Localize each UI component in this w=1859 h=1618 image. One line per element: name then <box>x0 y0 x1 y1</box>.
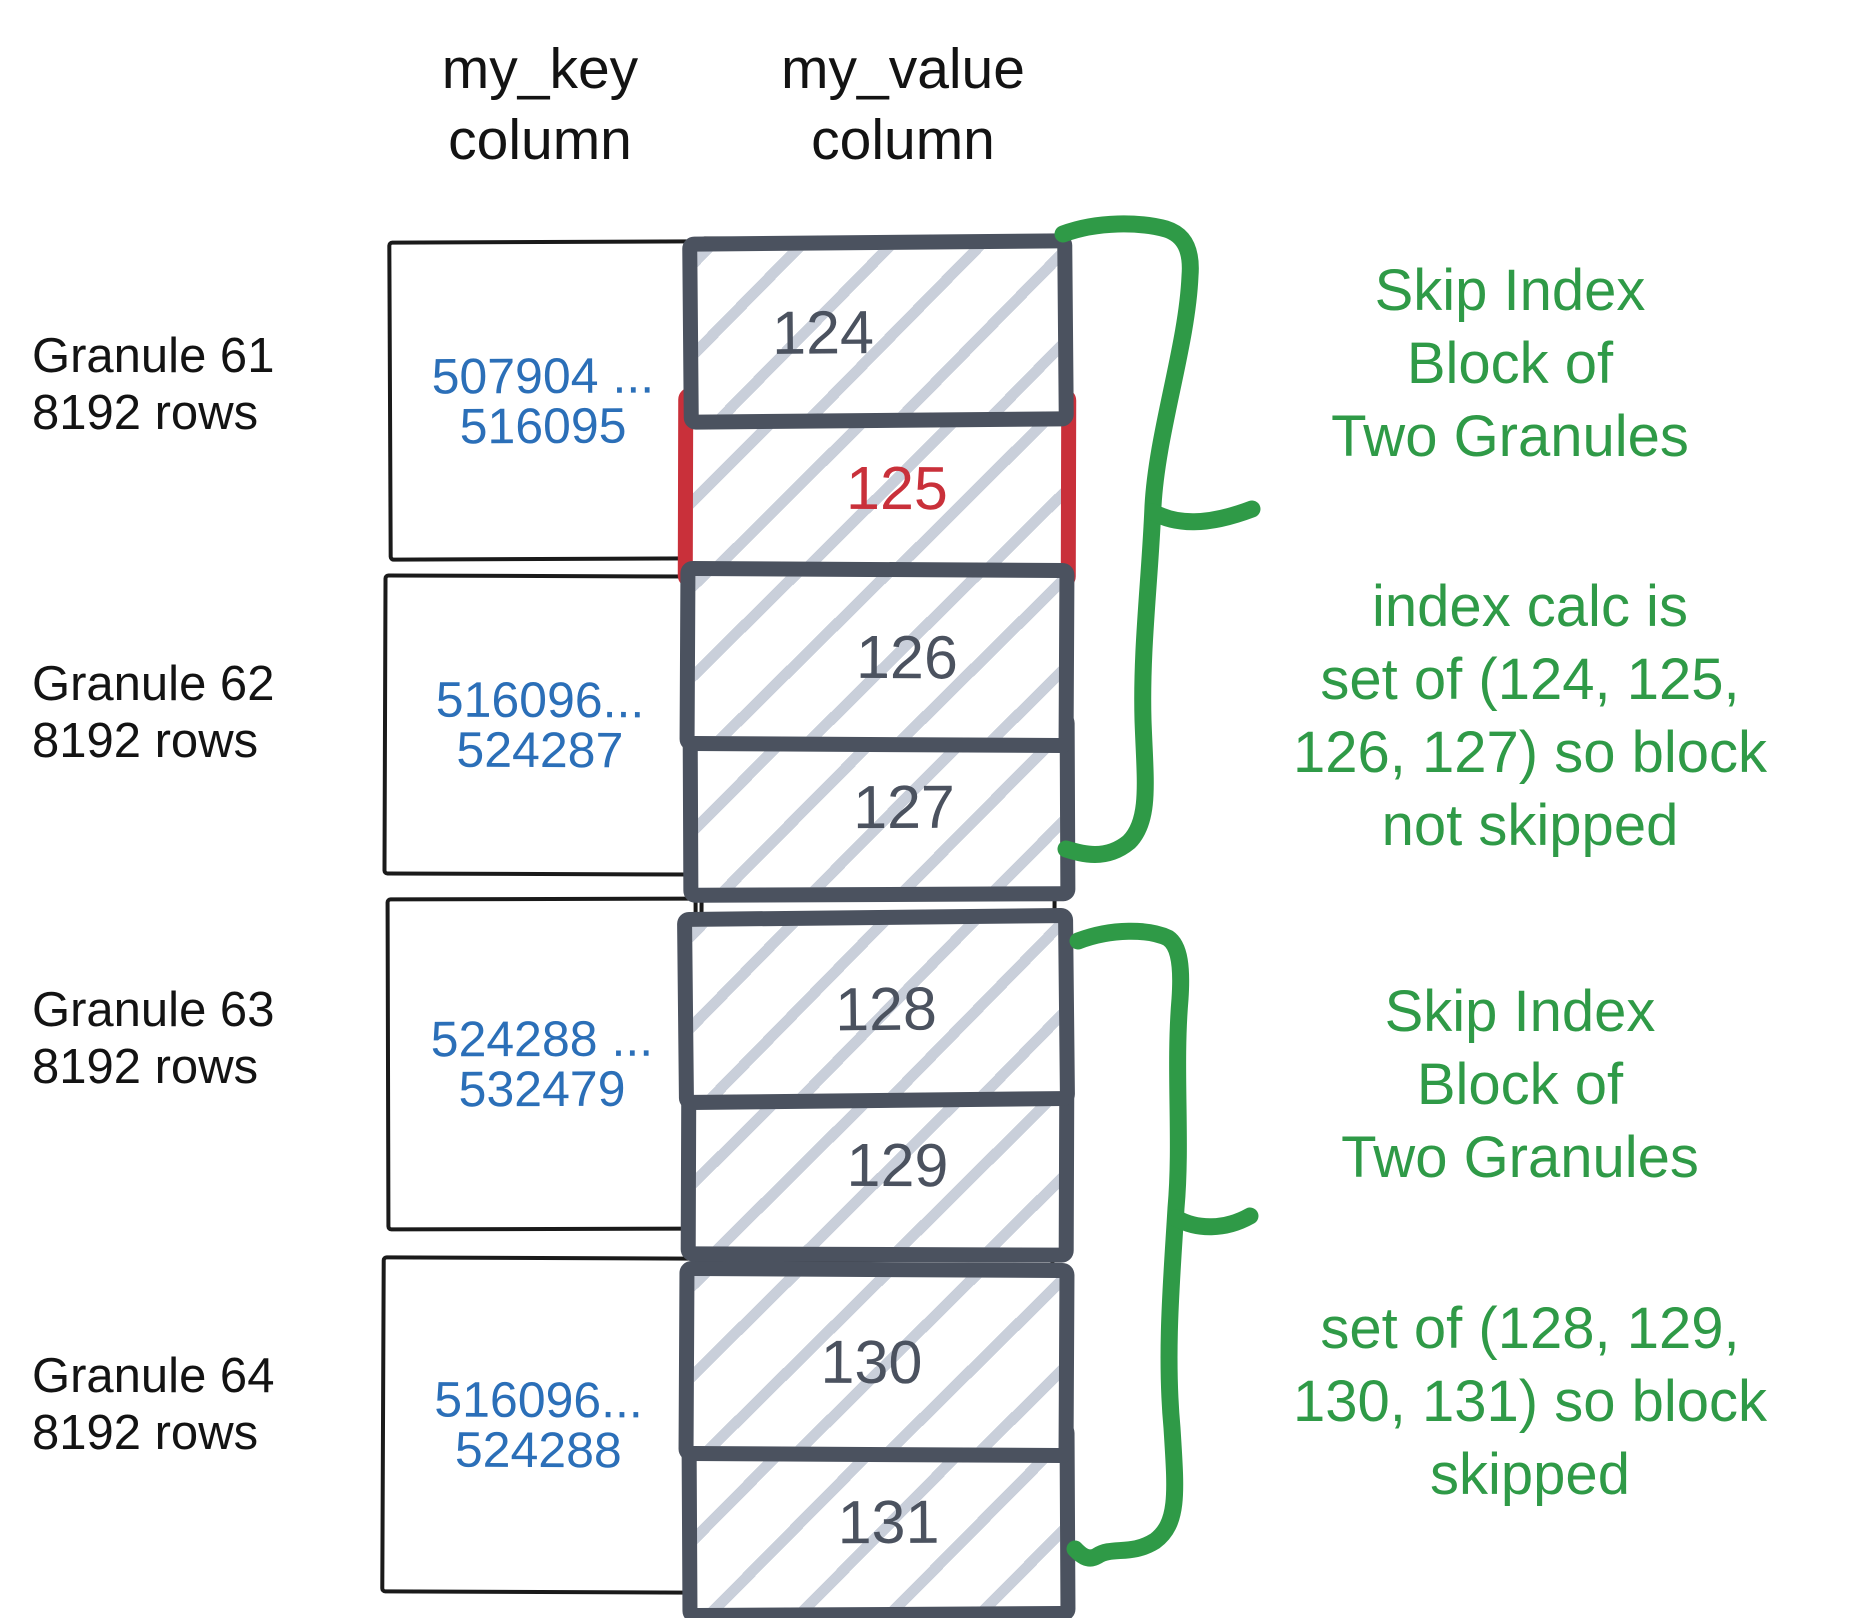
annotation-2-line3: 126, 127) so block <box>1293 720 1767 785</box>
annotation-3-line2: Block of <box>1416 1052 1624 1117</box>
annotation-skip-index-block-2: Skip Index Block of Two Granules <box>1180 975 1859 1194</box>
header-my-key-line2: column <box>448 108 632 172</box>
granule-64-key-to: 524288 <box>454 1421 622 1479</box>
granule-64-name: Granule 64 <box>32 1349 275 1403</box>
annotation-index-calc-skipped: set of (128, 129, 130, 131) so block ski… <box>1200 1292 1859 1511</box>
annotation-4-line1: set of (128, 129, <box>1320 1296 1740 1361</box>
header-my-value-column: my_value column <box>753 34 1053 176</box>
header-my-key-line1: my_key <box>441 37 639 101</box>
granule-63-name: Granule 63 <box>32 983 275 1037</box>
curly-brace-bottom-icon <box>1066 922 1190 1567</box>
granule-61-key-to: 516095 <box>459 397 627 454</box>
value-block-126: 126 <box>679 560 1075 754</box>
annotation-1-line2: Block of <box>1406 331 1614 396</box>
granule-63-key-from: 524288 ... <box>430 1010 654 1068</box>
value-block-124-number: 124 <box>771 297 875 367</box>
granule-64-label: Granule 64 8192 rows <box>32 1348 342 1462</box>
annotation-2-line2: set of (124, 125, <box>1320 647 1740 712</box>
value-block-128: 128 <box>676 907 1076 1111</box>
annotation-skip-index-block-1: Skip Index Block of Two Granules <box>1170 254 1850 473</box>
granule-62-key-from: 516096... <box>435 671 645 729</box>
header-my-value-line2: column <box>811 108 995 172</box>
value-block-126-number: 126 <box>855 622 959 692</box>
value-block-128-number: 128 <box>834 974 938 1044</box>
granule-62-label: Granule 62 8192 rows <box>32 656 342 770</box>
value-block-131-number: 131 <box>837 1487 940 1557</box>
curly-brace-top-tick-icon <box>1144 500 1261 531</box>
curly-brace-bottom-tick-icon <box>1167 1207 1259 1236</box>
granule-61-label: Granule 61 8192 rows <box>32 328 342 442</box>
annotation-2-line1: index calc is <box>1372 574 1688 639</box>
granule-62-name: Granule 62 <box>32 657 275 711</box>
granule-63-key-range-box: 524288 ... 532479 <box>385 896 699 1232</box>
granule-61-key-from: 507904 ... <box>431 347 655 404</box>
granule-62-key-to: 524287 <box>456 721 624 779</box>
annotation-2-line4: not skipped <box>1381 793 1679 858</box>
value-block-130-number: 130 <box>820 1327 923 1397</box>
granule-61-name: Granule 61 <box>32 329 275 383</box>
granule-64-key-from: 516096... <box>434 1371 643 1429</box>
granule-64-key-range-box: 516096... 524288 <box>380 1255 697 1595</box>
value-block-130: 130 <box>678 1260 1075 1464</box>
value-block-124: 124 <box>682 233 1074 430</box>
annotation-1-line1: Skip Index <box>1374 258 1646 323</box>
granule-62-key-range-box: 516096... 524287 <box>382 573 698 877</box>
header-my-key-column: my_key column <box>390 34 690 176</box>
annotation-3-line1: Skip Index <box>1384 979 1656 1044</box>
header-my-value-line1: my_value <box>781 37 1025 101</box>
annotation-3-line3: Two Granules <box>1341 1125 1699 1190</box>
annotation-4-line2: 130, 131) so block <box>1293 1369 1767 1434</box>
granule-61-key-range-box: 507904 ... 516095 <box>387 239 699 562</box>
granule-64-rows: 8192 rows <box>32 1406 259 1460</box>
granule-63-label: Granule 63 8192 rows <box>32 982 342 1096</box>
granule-63-key-to: 532479 <box>458 1060 626 1118</box>
granule-62-rows: 8192 rows <box>32 714 259 768</box>
value-block-127-number: 127 <box>852 772 956 842</box>
annotation-1-line3: Two Granules <box>1331 404 1689 469</box>
annotation-4-line3: skipped <box>1430 1442 1630 1507</box>
annotation-index-calc-not-skipped: index calc is set of (124, 125, 126, 127… <box>1190 570 1859 862</box>
value-block-129-number: 129 <box>846 1130 949 1200</box>
granule-63-rows: 8192 rows <box>32 1040 259 1094</box>
granule-61-rows: 8192 rows <box>32 386 259 440</box>
value-block-125-number: 125 <box>846 453 948 523</box>
